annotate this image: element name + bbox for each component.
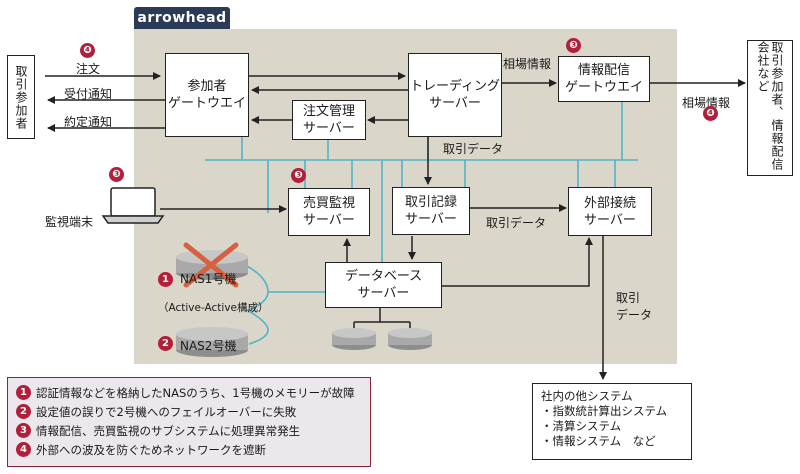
market-info-label-right: 相場情報 xyxy=(682,96,731,110)
legend-item: 4 外部への波及を防ぐためネットワークを遮断 xyxy=(16,440,362,459)
legend: 1 認証情報などを格納したNASのうち、1号機のメモリーが故障 2 設定値の誤り… xyxy=(7,377,371,467)
terminal-label: 監視端末 xyxy=(45,215,94,229)
badge-4-icon: ❹ xyxy=(703,106,718,121)
badge-3-icon: ❸ xyxy=(566,38,581,53)
db-disk-icon xyxy=(332,328,376,350)
other-systems-title: 社内の他システム xyxy=(541,389,633,403)
order-label: 注文 xyxy=(76,62,101,76)
other-systems-item: ・情報システム など xyxy=(541,434,656,448)
trade-record-server-box: 取引記録 サーバー xyxy=(392,187,470,235)
external-server-box: 外部接続 サーバー xyxy=(568,187,652,236)
badge-1-icon: 1 xyxy=(16,385,31,400)
legend-item: 3 情報配信、売買監視のサブシステムに処理異常発生 xyxy=(16,421,362,440)
market-info-label-top: 相場情報 xyxy=(503,57,552,71)
db-disk-icon xyxy=(388,328,432,350)
legend-text: 認証情報などを格納したNASのうち、1号機のメモリーが故障 xyxy=(36,385,355,400)
legend-item: 1 認証情報などを格納したNASのうち、1号機のメモリーが故障 xyxy=(16,383,362,402)
badge-4-icon: ❹ xyxy=(80,43,95,58)
legend-item: 2 設定値の誤りで2号機へのフェイルオーバーに失敗 xyxy=(16,402,362,421)
badge-1-icon: 1 xyxy=(158,272,173,287)
badge-3-icon: ❸ xyxy=(291,168,306,183)
info-gateway-box: 情報配信 ゲートウエイ xyxy=(558,56,650,102)
contract-label: 約定通知 xyxy=(64,115,113,129)
accept-label: 受付通知 xyxy=(64,87,113,101)
other-systems-item: ・指数統計算出システム xyxy=(541,404,668,418)
participants-left-box: 取引参加者 xyxy=(7,55,35,139)
brand-tab: arrowhead xyxy=(134,7,230,29)
nas-config-label: （Active-Active構成） xyxy=(158,302,269,314)
participants-right-box: 取引参加者、情報配信会社など xyxy=(747,40,793,176)
other-systems-box: 社内の他システム ・指数統計算出システム ・清算システム ・情報システム など xyxy=(532,383,692,460)
failure-cross-icon xyxy=(183,242,239,288)
badge-2-icon: 2 xyxy=(158,336,173,351)
badge-2-icon: 2 xyxy=(16,404,31,419)
badge-3-icon: ❸ xyxy=(109,167,124,182)
participant-gateway-box: 参加者 ゲートウエイ xyxy=(165,53,249,137)
legend-text: 設定値の誤りで2号機へのフェイルオーバーに失敗 xyxy=(36,404,297,419)
nas2-label: NAS2号機 xyxy=(180,339,237,353)
trading-server-box: トレーディング サーバー xyxy=(408,53,502,137)
nas1-label: NAS1号機 xyxy=(180,272,237,286)
db-server-box: データベース サーバー xyxy=(325,262,442,308)
trade-data-label-2: 取引データ xyxy=(486,216,547,230)
nas2-disk-icon xyxy=(176,327,248,357)
trade-data-label-3: 取引 データ xyxy=(616,291,653,322)
trade-data-label-1: 取引データ xyxy=(443,142,504,156)
badge-3-icon: 3 xyxy=(16,423,31,438)
laptop-icon xyxy=(101,187,165,224)
legend-text: 外部への波及を防ぐためネットワークを遮断 xyxy=(36,442,266,457)
order-mgmt-server-box: 注文管理 サーバー xyxy=(292,100,366,140)
surveillance-server-box: 売買監視 サーバー xyxy=(288,188,370,236)
legend-text: 情報配信、売買監視のサブシステムに処理異常発生 xyxy=(36,423,301,438)
other-systems-item: ・清算システム xyxy=(541,419,622,433)
badge-4-icon: 4 xyxy=(16,442,31,457)
